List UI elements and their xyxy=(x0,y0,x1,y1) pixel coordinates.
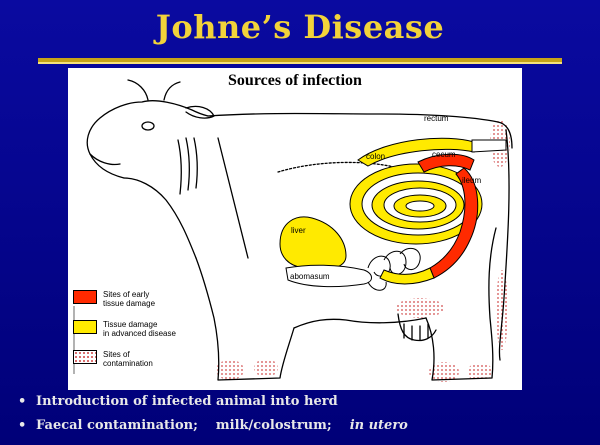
small-intestine-yellow xyxy=(380,268,434,284)
cow-belly xyxy=(294,318,426,328)
label-abomasum: abomasum xyxy=(290,272,330,281)
cow-neck-folds xyxy=(178,138,197,194)
label-colon: colon xyxy=(366,152,385,161)
label-cecum: cecum xyxy=(432,150,456,159)
label-ileum: ileum xyxy=(462,176,481,185)
contamination-front-hoof-left xyxy=(216,360,244,380)
legend-label: Sites of contamination xyxy=(103,350,189,368)
legend-item-advanced-damage: Tissue damage in advanced disease xyxy=(73,320,189,338)
label-liver: liver xyxy=(291,226,306,235)
bullet-list: • Introduction of infected animal into h… xyxy=(18,394,408,442)
slide-title: Johne’s Disease xyxy=(0,8,600,46)
legend-item-contamination: Sites of contamination xyxy=(73,350,189,368)
legend-label-line1: Tissue damage xyxy=(103,320,189,329)
legend-label-line1: Sites of xyxy=(103,350,189,359)
cow-shoulder-line xyxy=(218,138,248,258)
legend-label-line1: Sites of early xyxy=(103,290,189,299)
bullet-marker: • xyxy=(18,394,36,409)
bullet-text: Introduction of infected animal into her… xyxy=(36,394,338,409)
digestive-tract xyxy=(280,138,506,290)
cow-front-leg xyxy=(196,258,294,380)
legend-label-line2: in advanced disease xyxy=(103,329,189,338)
cow-neck xyxy=(124,178,196,258)
cow-diagram-panel: Sources of infection rectum colon cecum … xyxy=(68,68,522,390)
bullet-item: • Introduction of infected animal into h… xyxy=(18,394,408,418)
bullet-text-faecal: Faecal contamination; xyxy=(36,418,198,433)
cow-eye xyxy=(142,122,154,130)
bullet-text-in-utero: in utero xyxy=(350,418,408,433)
contamination-udder xyxy=(396,298,444,318)
legend-label-line2: tissue damage xyxy=(103,299,189,308)
bullet-item: • Faecal contamination; milk/colostrum; … xyxy=(18,418,408,442)
legend-label-line2: contamination xyxy=(103,359,189,368)
title-underline-highlight xyxy=(38,62,562,64)
liver-shape xyxy=(280,217,346,269)
cow-muzzle xyxy=(90,154,120,165)
colon-spiral-core xyxy=(406,201,434,211)
bullet-marker: • xyxy=(18,418,36,433)
legend-swatch-dotted xyxy=(73,350,97,364)
contamination-tail-tip xyxy=(496,270,508,350)
rectum-segment xyxy=(472,140,506,152)
label-rectum: rectum xyxy=(424,114,448,123)
figure-title: Sources of infection xyxy=(68,72,522,90)
legend-swatch-red xyxy=(73,290,97,304)
legend-item-early-damage: Sites of early tissue damage xyxy=(73,290,189,308)
contamination-front-hoof-right xyxy=(254,359,278,377)
legend-label: Tissue damage in advanced disease xyxy=(103,320,189,338)
legend-label: Sites of early tissue damage xyxy=(103,290,189,308)
bullet-text-milk: milk/colostrum; xyxy=(216,418,332,433)
legend-swatch-yellow xyxy=(73,320,97,334)
